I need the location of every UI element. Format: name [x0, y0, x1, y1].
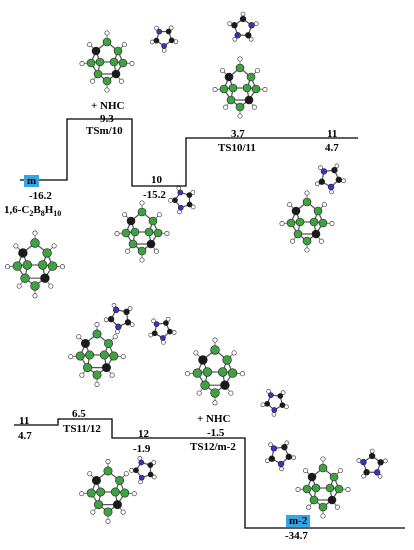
label-10: 10: [151, 174, 162, 186]
cluster-m: [4, 230, 66, 299]
nhc-ring-ts1112: [103, 303, 135, 335]
energy-m2: -34.7: [285, 530, 308, 542]
cluster-ts1011: [212, 56, 268, 119]
energy-ts1011: 3.7: [231, 128, 245, 140]
nhc-ring-m2-a: [264, 440, 297, 472]
label-ts1011: TS10/11: [218, 142, 256, 154]
energy-tsm10: 9.3: [100, 113, 114, 125]
label-m2: m-2: [286, 515, 311, 527]
cluster-11: [279, 190, 335, 253]
label-12: 12: [138, 428, 149, 440]
nhc-ring-12: [129, 455, 157, 485]
label-ts1112: TS11/12: [63, 423, 101, 435]
formula-m: 1,6-C2B8H10: [4, 204, 62, 219]
reagent-nhc-bottom: + NHC: [197, 413, 231, 425]
nhc-ring-m2-b: [356, 448, 388, 479]
label-11-upper: 11: [327, 128, 338, 140]
label-m: m: [24, 175, 40, 187]
energy-11-upper: 4.7: [325, 142, 339, 154]
upper-energy-profile-line: [20, 118, 358, 187]
nhc-ring-tsm10: [149, 25, 179, 53]
energy-ts1112: 6.5: [72, 408, 86, 420]
energy-12: -1.9: [133, 443, 151, 455]
cluster-ts12m2: [184, 337, 246, 406]
energy-ts12m2: -1.5: [207, 427, 225, 439]
cluster-m2: [295, 456, 351, 519]
nhc-ring-11: [314, 163, 347, 195]
energy-10: -15.2: [143, 189, 166, 201]
reagent-nhc-top: + NHC: [91, 100, 125, 112]
cluster-ts1112: [68, 321, 126, 387]
nhc-ring-ts1011: [227, 11, 259, 42]
nhc-ring-ts12m2-b: [260, 389, 289, 417]
lower-energy-profile-line: [14, 418, 405, 529]
label-11-lower: 11: [19, 415, 30, 427]
cluster-10: [114, 200, 170, 263]
energy-11-lower: 4.7: [18, 430, 32, 442]
cluster-12: [79, 458, 137, 524]
nhc-ring-10: [168, 185, 196, 215]
nhc-ring-ts12m2-a: [148, 316, 177, 345]
molecule-atoms: [4, 11, 388, 524]
cluster-tsm10: [79, 30, 135, 93]
label-tsm10: TSm/10: [86, 125, 123, 137]
label-ts12m2: TS12/m-2: [190, 441, 236, 453]
energy-m: -16.2: [29, 190, 52, 202]
